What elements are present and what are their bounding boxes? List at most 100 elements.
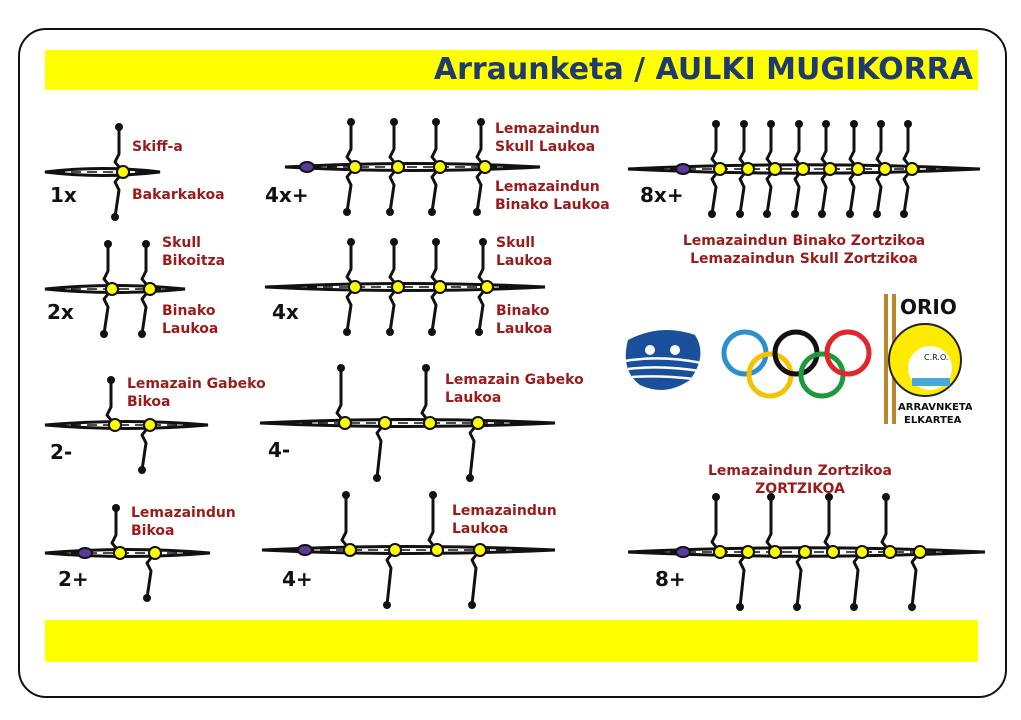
oar-blade bbox=[390, 238, 398, 246]
oar bbox=[852, 551, 864, 608]
code-2x: 2x bbox=[47, 300, 74, 324]
oar-blade bbox=[708, 210, 716, 218]
oar-blade bbox=[343, 328, 351, 336]
oar-blade bbox=[475, 328, 483, 336]
boat-4x+ bbox=[284, 118, 541, 216]
oar-blade bbox=[466, 474, 474, 482]
title-band bbox=[45, 50, 978, 90]
oar bbox=[470, 549, 482, 606]
oar bbox=[710, 497, 722, 553]
oar-blade bbox=[386, 328, 394, 336]
oar-blade bbox=[904, 120, 912, 128]
rower-seat bbox=[823, 162, 837, 176]
oar-blade bbox=[104, 240, 112, 248]
oar-blade bbox=[100, 330, 108, 338]
oar-blade bbox=[740, 120, 748, 128]
oar-blade bbox=[373, 474, 381, 482]
oar-blade bbox=[795, 120, 803, 128]
oar-blade bbox=[432, 118, 440, 126]
rower-seat bbox=[430, 543, 444, 557]
rower-seat bbox=[768, 545, 782, 559]
oar-blade bbox=[343, 208, 351, 216]
rower-seat bbox=[148, 546, 162, 560]
oar-blade bbox=[473, 208, 481, 216]
oar-blade bbox=[477, 118, 485, 126]
oar-blade bbox=[900, 210, 908, 218]
olympic-rings-logo bbox=[721, 329, 872, 399]
oar bbox=[738, 551, 750, 608]
hull bbox=[44, 167, 161, 177]
code-2-: 2- bbox=[50, 440, 73, 464]
oar-blade bbox=[736, 210, 744, 218]
oar-blade bbox=[342, 491, 350, 499]
rower-seat bbox=[713, 162, 727, 176]
oar-blade bbox=[138, 330, 146, 338]
orio-club-logo: ORIO C.R.O. ARRAVNKETA ELKARTEA bbox=[884, 294, 972, 426]
svg-text:C.R.O.: C.R.O. bbox=[924, 353, 948, 362]
rower-seat bbox=[905, 162, 919, 176]
oar-blade bbox=[468, 601, 476, 609]
oar-blade bbox=[908, 603, 916, 611]
rower-seat bbox=[768, 162, 782, 176]
rower-seat bbox=[913, 545, 927, 559]
code-4x: 4x bbox=[272, 300, 299, 324]
boat-4x bbox=[264, 238, 546, 336]
oar-blade bbox=[347, 118, 355, 126]
oar-blade bbox=[390, 118, 398, 126]
oar-blade bbox=[882, 493, 890, 501]
rower-seat bbox=[878, 162, 892, 176]
oar-blade bbox=[850, 603, 858, 611]
code-2+: 2+ bbox=[58, 567, 89, 591]
oar-blade bbox=[791, 210, 799, 218]
code-4-: 4- bbox=[268, 438, 291, 462]
coxswain-seat bbox=[299, 161, 315, 173]
oar-blade bbox=[428, 208, 436, 216]
rower-seat bbox=[348, 280, 362, 294]
boat-2+ bbox=[44, 504, 211, 602]
oar-blade bbox=[383, 601, 391, 609]
svg-text:ARRAVNKETA: ARRAVNKETA bbox=[898, 402, 972, 413]
oar-blade bbox=[422, 364, 430, 372]
rower-seat bbox=[433, 280, 447, 294]
oar bbox=[823, 497, 835, 553]
rower-seat bbox=[338, 416, 352, 430]
rower-seat bbox=[423, 416, 437, 430]
rower-seat bbox=[391, 160, 405, 174]
footer-band bbox=[45, 620, 978, 662]
rower-seat bbox=[388, 543, 402, 557]
oar-blade bbox=[479, 238, 487, 246]
oar-blade bbox=[107, 376, 115, 384]
rower-seat bbox=[108, 418, 122, 432]
oar-blade bbox=[763, 210, 771, 218]
code-8+: 8+ bbox=[655, 567, 686, 591]
oar-blade bbox=[142, 240, 150, 248]
oar-blade bbox=[825, 493, 833, 501]
oar-blade bbox=[347, 238, 355, 246]
rower-seat bbox=[473, 543, 487, 557]
coxswain-seat bbox=[77, 547, 93, 559]
oar-blade bbox=[712, 120, 720, 128]
oar bbox=[420, 368, 432, 424]
page-frame bbox=[18, 28, 1007, 698]
oar-blade bbox=[822, 120, 830, 128]
coxswain-seat bbox=[297, 544, 313, 556]
oar bbox=[910, 551, 922, 608]
oar-blade bbox=[877, 120, 885, 128]
boat-2- bbox=[44, 376, 209, 474]
rower-seat bbox=[143, 418, 157, 432]
oar-blade bbox=[386, 208, 394, 216]
rower-seat bbox=[741, 545, 755, 559]
rower-seat bbox=[433, 160, 447, 174]
oar-blade bbox=[767, 493, 775, 501]
